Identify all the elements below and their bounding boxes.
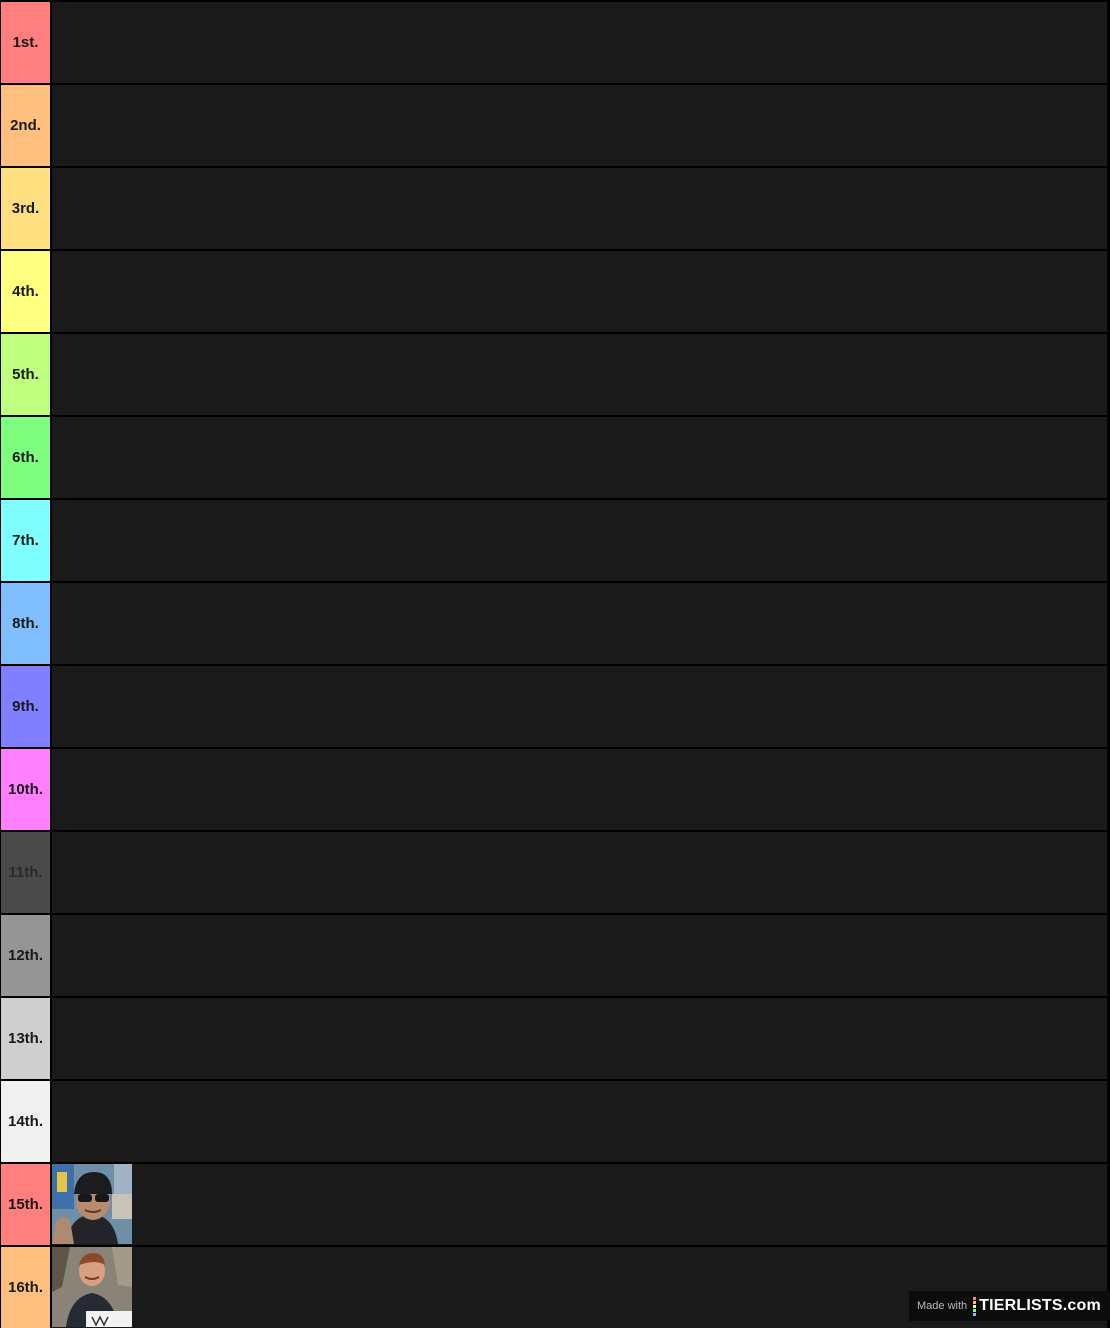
tier-drop-area[interactable] <box>52 583 1107 664</box>
tier-row-11: 11th. <box>0 832 1110 913</box>
tierlists-logo-icon <box>973 1296 977 1316</box>
tier-label[interactable]: 15th. <box>1 1164 50 1245</box>
tier-drop-area[interactable] <box>52 500 1107 581</box>
watermark: Made with TIERLISTS.com <box>909 1291 1110 1321</box>
tier-row-13: 13th. <box>0 998 1110 1079</box>
tier-drop-area[interactable] <box>52 417 1107 498</box>
tier-row-5: 5th. <box>0 334 1110 415</box>
tier-label[interactable]: 10th. <box>1 749 50 830</box>
person-photo-sunglasses-beanie[interactable] <box>52 1164 132 1244</box>
tier-drop-area[interactable] <box>52 1164 1107 1245</box>
watermark-made-with: Made with <box>917 1300 968 1312</box>
tier-row-14: 14th. <box>0 1081 1110 1162</box>
tier-label[interactable]: 7th. <box>1 500 50 581</box>
tier-drop-area[interactable] <box>52 2 1107 83</box>
tier-drop-area[interactable] <box>52 998 1107 1079</box>
tier-row-15: 15th. <box>0 1164 1110 1245</box>
tier-label[interactable]: 3rd. <box>1 168 50 249</box>
tier-label[interactable]: 11th. <box>1 832 50 913</box>
tier-drop-area[interactable] <box>52 915 1107 996</box>
tier-drop-area[interactable] <box>52 832 1107 913</box>
tier-row-7: 7th. <box>0 500 1110 581</box>
tier-label[interactable]: 16th. <box>1 1247 50 1328</box>
person-photo-holding-sign[interactable] <box>52 1247 132 1327</box>
tier-label[interactable]: 8th. <box>1 583 50 664</box>
tier-drop-area[interactable] <box>52 1081 1107 1162</box>
tier-label[interactable]: 13th. <box>1 998 50 1079</box>
tier-label[interactable]: 4th. <box>1 251 50 332</box>
tier-row-4: 4th. <box>0 251 1110 332</box>
tier-row-2: 2nd. <box>0 85 1110 166</box>
tier-row-10: 10th. <box>0 749 1110 830</box>
tier-drop-area[interactable] <box>52 251 1107 332</box>
tier-label[interactable]: 9th. <box>1 666 50 747</box>
tier-drop-area[interactable] <box>52 168 1107 249</box>
tier-row-9: 9th. <box>0 666 1110 747</box>
tier-label[interactable]: 5th. <box>1 334 50 415</box>
tier-label[interactable]: 12th. <box>1 915 50 996</box>
tier-row-12: 12th. <box>0 915 1110 996</box>
photo-image <box>52 1247 132 1327</box>
watermark-brand: TIERLISTS.com <box>979 1297 1101 1314</box>
tier-drop-area[interactable] <box>52 334 1107 415</box>
tier-row-3: 3rd. <box>0 168 1110 249</box>
tier-label[interactable]: 2nd. <box>1 85 50 166</box>
tier-row-8: 8th. <box>0 583 1110 664</box>
tier-drop-area[interactable] <box>52 666 1107 747</box>
tier-label[interactable]: 1st. <box>1 2 50 83</box>
tier-row-1: 1st. <box>0 2 1110 83</box>
photo-image <box>52 1164 132 1244</box>
tier-drop-area[interactable] <box>52 85 1107 166</box>
tier-row-6: 6th. <box>0 417 1110 498</box>
tier-drop-area[interactable] <box>52 749 1107 830</box>
tier-label[interactable]: 14th. <box>1 1081 50 1162</box>
tier-label[interactable]: 6th. <box>1 417 50 498</box>
